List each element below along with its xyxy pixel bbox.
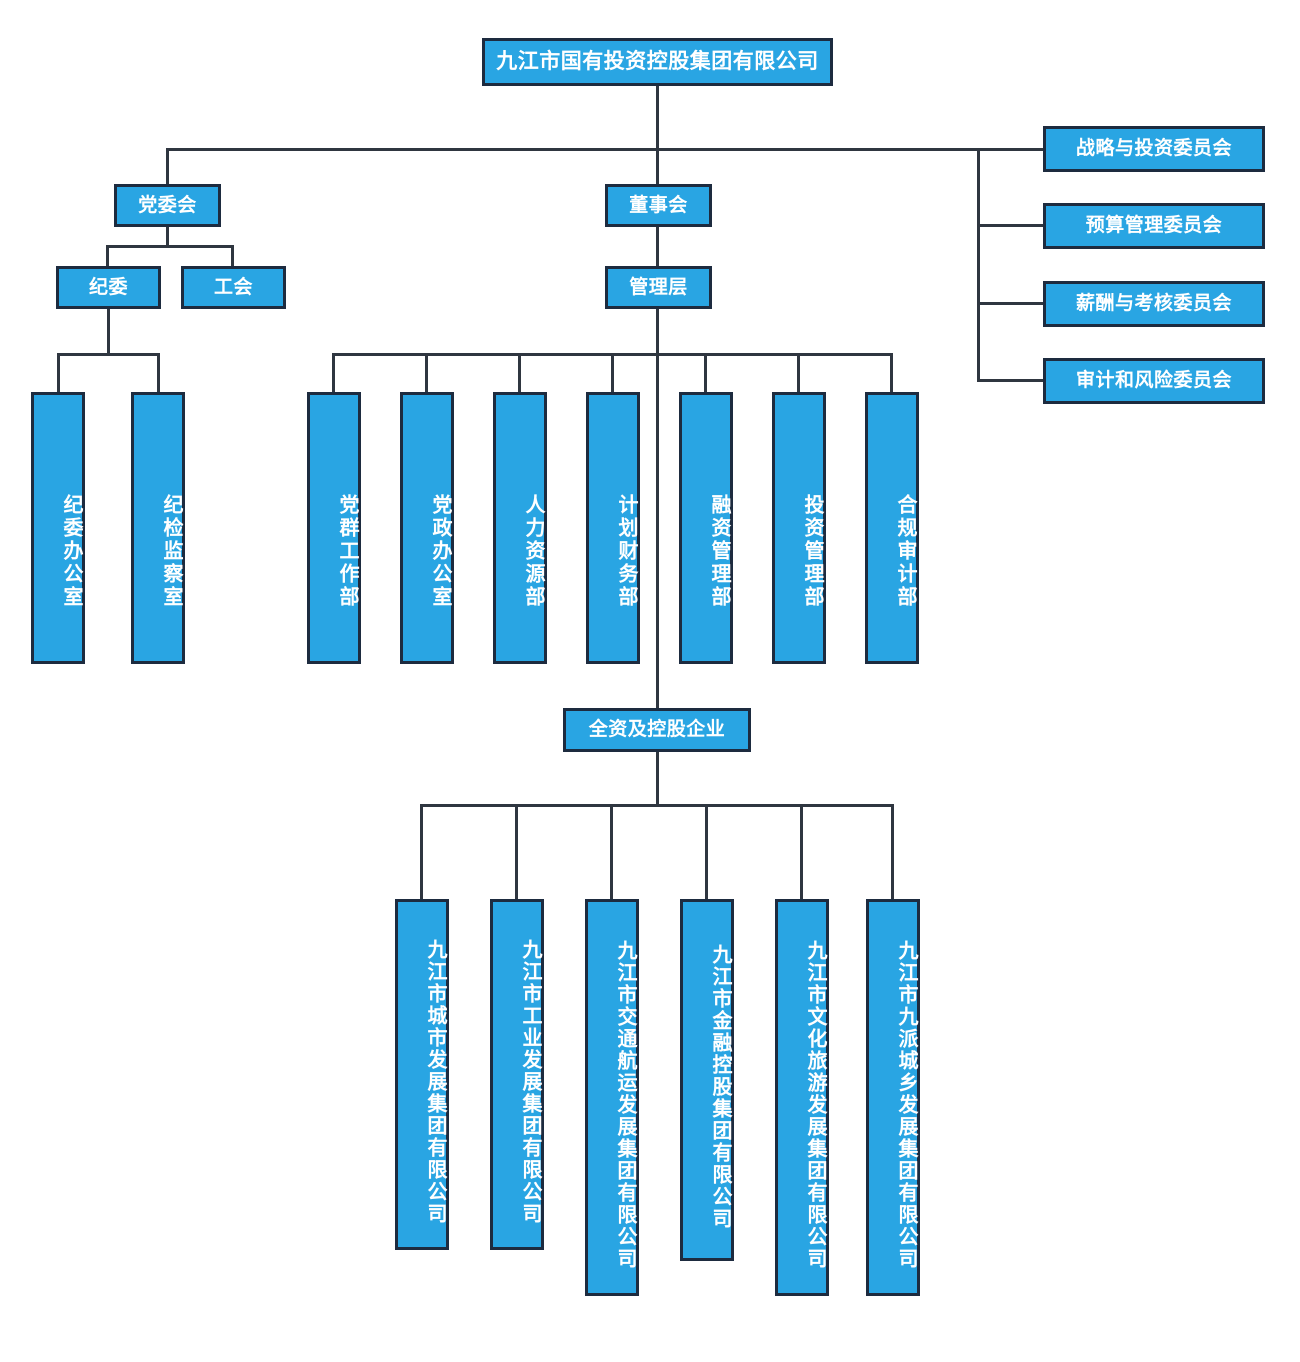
- connector-subsidiaries-stem: [656, 752, 659, 806]
- connector-to-dept-7: [890, 353, 893, 393]
- connector-to-dept-1: [332, 353, 335, 393]
- connector-discipline-children-bus: [57, 353, 160, 356]
- connector-to-subsidiary-6: [891, 804, 894, 900]
- node-management[interactable]: 管理层: [605, 266, 712, 309]
- connector-party-children-bus: [106, 245, 234, 248]
- connector-to-dept-3: [518, 353, 521, 393]
- connector-board-to-management: [656, 227, 659, 266]
- connector-to-discipline-committee: [106, 245, 109, 267]
- connector-root-stem: [656, 86, 659, 148]
- node-subsidiary-financial-holding[interactable]: 九江市金融控股集团有限公司: [680, 899, 734, 1261]
- connector-to-discipline-office: [57, 353, 60, 393]
- node-dept-party-mass-work[interactable]: 党群工作部: [307, 392, 361, 664]
- node-party-committee[interactable]: 党委会: [114, 184, 221, 227]
- connector-to-subsidiary-2: [515, 804, 518, 900]
- node-discipline-committee[interactable]: 纪委: [56, 266, 161, 309]
- node-committee-budget-management[interactable]: 预算管理委员会: [1043, 203, 1265, 249]
- node-dept-financing-management[interactable]: 融资管理部: [679, 392, 733, 664]
- connector-committee-stub-1: [977, 148, 1045, 151]
- connector-party-stem: [166, 227, 169, 245]
- node-dept-discipline-office[interactable]: 纪委办公室: [31, 392, 85, 664]
- node-dept-human-resources[interactable]: 人力资源部: [493, 392, 547, 664]
- connector-to-subsidiary-5: [800, 804, 803, 900]
- node-dept-party-government-office[interactable]: 党政办公室: [400, 392, 454, 664]
- node-dept-investment-management[interactable]: 投资管理部: [772, 392, 826, 664]
- node-board-of-directors[interactable]: 董事会: [605, 184, 712, 227]
- node-dept-compliance-audit[interactable]: 合规审计部: [865, 392, 919, 664]
- node-labor-union[interactable]: 工会: [181, 266, 286, 309]
- node-subsidiary-transport-shipping-development[interactable]: 九江市交通航运发展集团有限公司: [585, 899, 639, 1296]
- connector-committee-stub-3: [977, 302, 1045, 305]
- connector-management-to-subsidiaries-group: [656, 309, 659, 710]
- connector-committees-trunk: [977, 148, 980, 382]
- connector-to-inspection-office: [157, 353, 160, 393]
- node-dept-planning-finance[interactable]: 计划财务部: [586, 392, 640, 664]
- node-committee-compensation-appraisal[interactable]: 薪酬与考核委员会: [1043, 281, 1265, 327]
- connector-to-dept-6: [797, 353, 800, 393]
- node-subsidiaries-group[interactable]: 全资及控股企业: [563, 708, 751, 752]
- connector-subsidiaries-bus: [420, 804, 894, 807]
- node-committee-audit-risk[interactable]: 审计和风险委员会: [1043, 358, 1265, 404]
- connector-to-subsidiary-1: [420, 804, 423, 900]
- connector-to-board: [656, 148, 659, 184]
- node-subsidiary-jiupai-urban-rural-development[interactable]: 九江市九派城乡发展集团有限公司: [866, 899, 920, 1296]
- node-subsidiary-industrial-development[interactable]: 九江市工业发展集团有限公司: [490, 899, 544, 1250]
- connector-to-subsidiary-3: [610, 804, 613, 900]
- connector-to-party-committee: [166, 148, 169, 184]
- connector-level1-bus: [166, 148, 980, 151]
- node-root-company[interactable]: 九江市国有投资控股集团有限公司: [482, 38, 833, 86]
- connector-to-dept-2: [425, 353, 428, 393]
- connector-to-dept-5: [704, 353, 707, 393]
- node-committee-strategy-investment[interactable]: 战略与投资委员会: [1043, 126, 1265, 172]
- connector-to-subsidiary-4: [705, 804, 708, 900]
- connector-discipline-stem: [107, 309, 110, 353]
- node-subsidiary-city-development[interactable]: 九江市城市发展集团有限公司: [395, 899, 449, 1250]
- connector-committee-stub-4: [977, 379, 1045, 382]
- node-dept-inspection-supervision-office[interactable]: 纪检监察室: [131, 392, 185, 664]
- connector-to-labor-union: [231, 245, 234, 267]
- node-subsidiary-culture-tourism-development[interactable]: 九江市文化旅游发展集团有限公司: [775, 899, 829, 1296]
- connector-to-dept-4: [611, 353, 614, 393]
- connector-committee-stub-2: [977, 224, 1045, 227]
